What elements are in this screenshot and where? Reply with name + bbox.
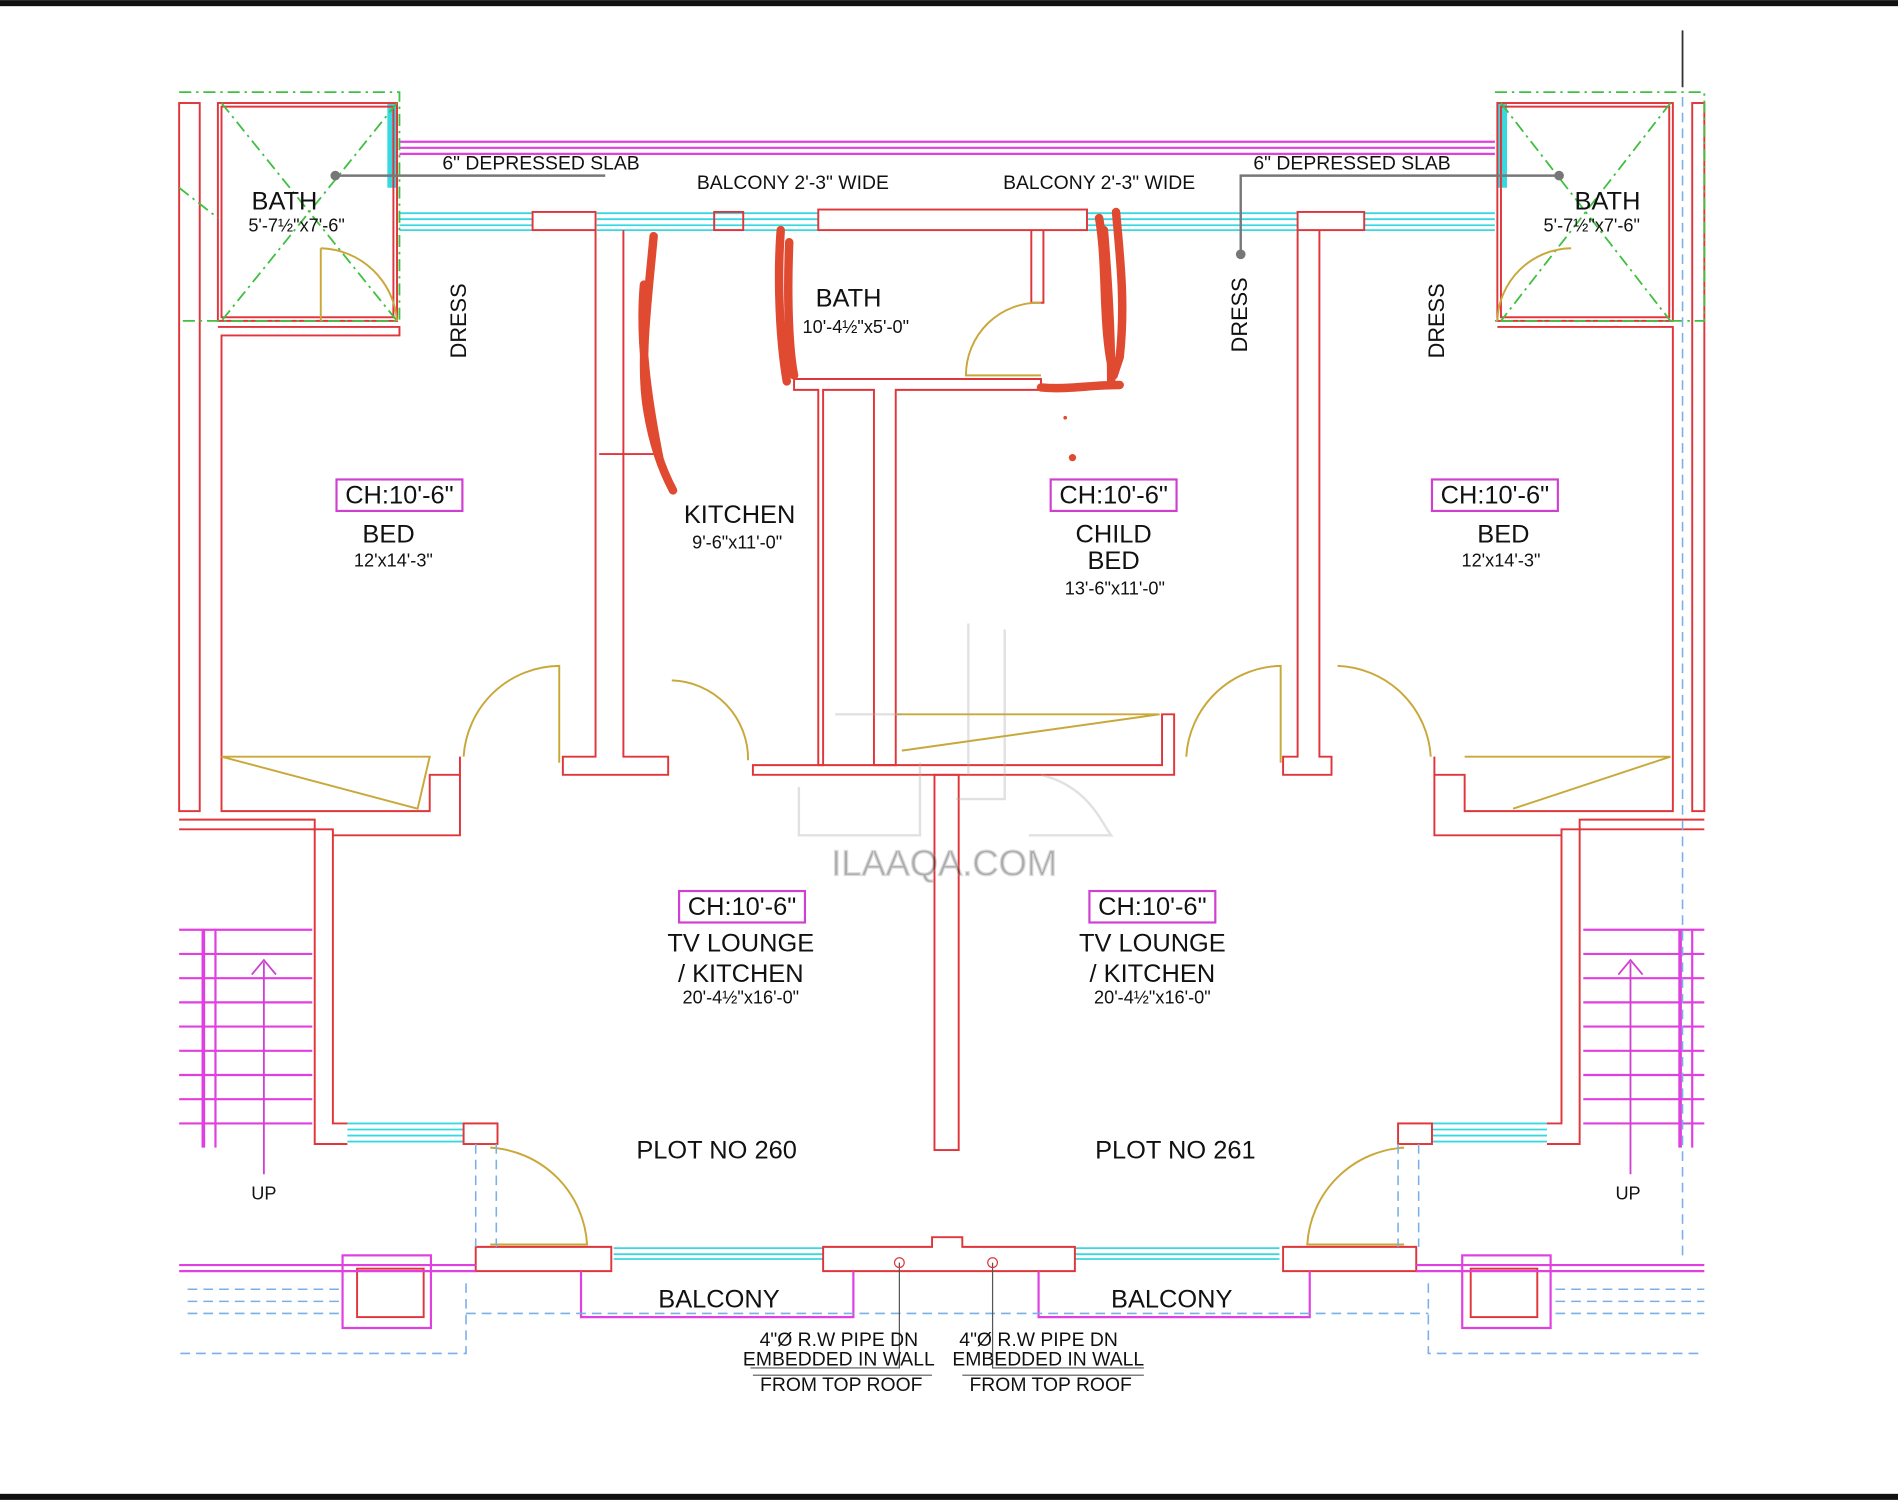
balcony-width-label: BALCONY 2'-3" WIDE (1003, 172, 1195, 194)
stairs-right (1583, 928, 1705, 1175)
pipe-note: 4"Ø R.W PIPE DN (959, 1329, 1118, 1351)
doors (221, 247, 1671, 1246)
room-name: TV LOUNGE (667, 930, 814, 958)
stairs-left (179, 928, 313, 1175)
windows (347, 103, 1547, 1260)
balcony-label: BALCONY (1111, 1285, 1232, 1313)
room-name: KITCHEN (684, 501, 796, 529)
walls (178, 102, 1706, 1319)
balcony-rails (179, 1254, 1705, 1330)
leader-lines (330, 170, 1564, 1376)
room-name: BED (1087, 547, 1139, 575)
room-name: / KITCHEN (1090, 960, 1216, 988)
ceiling-height: CH:10'-6" (345, 482, 453, 510)
depressed-slab-lines (399, 140, 1495, 155)
bath-slab-marks (178, 91, 1706, 322)
pipe-note: EMBEDDED IN WALL (952, 1349, 1144, 1371)
room-name: / KITCHEN (678, 960, 804, 988)
ceiling-height: CH:10'-6" (1059, 482, 1167, 510)
dress-label: DRESS (446, 283, 471, 358)
depressed-slab-label: 6" DEPRESSED SLAB (442, 153, 639, 175)
room-size: 20'-4½"x16'-0" (1094, 988, 1211, 1008)
guide-lines (179, 96, 1705, 1355)
pipe-note: FROM TOP ROOF (760, 1374, 923, 1396)
room-name: BED (362, 520, 414, 548)
pipe-note: 4"Ø R.W PIPE DN (760, 1329, 919, 1351)
room-size: 20'-4½"x16'-0" (682, 988, 799, 1008)
balcony-width-label: BALCONY 2'-3" WIDE (697, 172, 889, 194)
room-size: 10'-4½"x5'-0" (803, 317, 910, 337)
stair-up-label: UP (1615, 1184, 1640, 1204)
plot-number: PLOT NO 261 (1095, 1137, 1256, 1165)
ceiling-height: CH:10'-6" (1441, 482, 1549, 510)
red-markup-scribbles (638, 207, 1127, 495)
room-name: BATH (816, 284, 882, 312)
room-name: TV LOUNGE (1079, 930, 1226, 958)
room-name: BATH (1575, 188, 1641, 216)
balcony-label: BALCONY (658, 1285, 779, 1313)
room-size: 12'x14'-3" (354, 551, 433, 571)
pipe-note: FROM TOP ROOF (969, 1374, 1132, 1396)
dress-label: DRESS (1227, 277, 1252, 352)
room-size: 13'-6"x11'-0" (1065, 578, 1165, 598)
stair-up-label: UP (251, 1184, 276, 1204)
top-border (0, 0, 1898, 7)
up-arrow-icon (251, 958, 277, 1175)
room-name: BED (1477, 520, 1529, 548)
up-arrow-icon (1617, 958, 1644, 1175)
ceiling-height: CH:10'-6" (688, 893, 796, 921)
room-name: CHILD (1076, 520, 1152, 548)
bottom-border (0, 1493, 1898, 1500)
pipe-note: EMBEDDED IN WALL (743, 1349, 935, 1371)
room-size: 5'-7½"x7'-6" (248, 215, 344, 235)
room-size: 9'-6"x11'-0" (692, 532, 782, 552)
watermark-logo: ILAAQA.COM (797, 623, 1114, 884)
room-size: 5'-7½"x7'-6" (1544, 215, 1640, 235)
ceiling-height: CH:10'-6" (1098, 893, 1206, 921)
room-name: BATH (252, 188, 318, 216)
labels: 6" DEPRESSED SLAB 6" DEPRESSED SLAB BALC… (248, 153, 1640, 1396)
dress-label: DRESS (1424, 283, 1449, 358)
depressed-slab-label: 6" DEPRESSED SLAB (1253, 153, 1450, 175)
plot-number: PLOT NO 260 (636, 1137, 797, 1165)
watermark-text: ILAAQA.COM (831, 842, 1057, 883)
room-size: 12'x14'-3" (1462, 551, 1541, 571)
